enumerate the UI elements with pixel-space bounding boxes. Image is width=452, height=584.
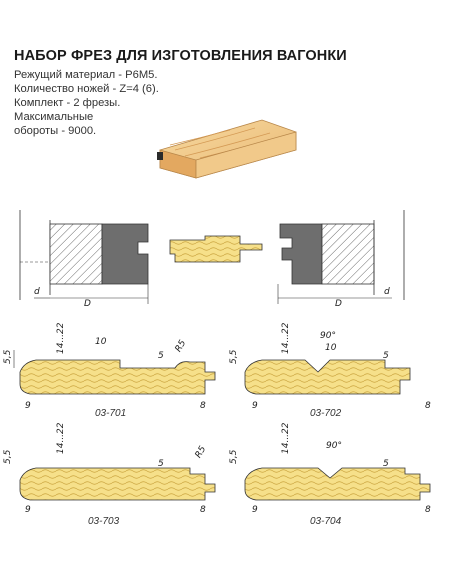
p702-code: 03-702 xyxy=(310,408,342,419)
p702-dim-e: 9 xyxy=(252,401,258,411)
spec-speed: обороты - 9000. xyxy=(14,125,97,137)
p704-dim-e: 9 xyxy=(252,505,258,515)
p701-dim-r: R5 xyxy=(174,338,189,354)
p704-dim-d: 5 xyxy=(383,459,389,469)
p701-dim-e: 9 xyxy=(25,401,31,411)
p704-code: 03-704 xyxy=(310,516,342,527)
p702-dim-c: 10 xyxy=(325,343,337,353)
profile-center-diagram xyxy=(169,235,263,263)
p701-dim-b: 14...22 xyxy=(56,322,66,354)
p704-dim-b: 14...22 xyxy=(281,422,291,454)
p701-code: 03-701 xyxy=(95,408,126,419)
p703-dim-a: 5,5 xyxy=(3,449,13,464)
p702-dim-d: 5 xyxy=(383,351,389,361)
p702-angle: 90° xyxy=(320,331,336,341)
cutter-left-d-label: d xyxy=(34,287,40,297)
cutter-left-diagram: d D xyxy=(19,210,149,309)
profile-03-701: 5,5 14...22 10 5 R5 9 8 03-701 xyxy=(3,322,216,419)
cutter-left-D-label: D xyxy=(84,299,91,309)
profile-03-703: 5,5 14...22 5 R5 9 8 03-703 xyxy=(3,422,216,527)
p702-dim-b: 14...22 xyxy=(281,322,291,354)
profile-03-702: 5,5 14...22 90° 10 5 9 8 03-702 xyxy=(229,322,431,419)
p701-dim-f: 8 xyxy=(200,401,206,411)
p704-dim-f: 8 xyxy=(425,505,431,515)
p702-dim-a: 5,5 xyxy=(229,349,239,364)
p703-dim-e: 9 xyxy=(25,505,31,515)
p703-dim-b: 14...22 xyxy=(56,422,66,454)
board-sample-image xyxy=(157,119,297,179)
p703-code: 03-703 xyxy=(88,516,120,527)
p701-dim-c: 10 xyxy=(95,337,107,347)
spec-knives: Количество ножей - Z=4 (6). xyxy=(14,83,159,95)
p704-dim-a: 5,5 xyxy=(229,449,239,464)
p701-dim-a: 5,5 xyxy=(3,349,13,364)
p703-dim-d: 5 xyxy=(158,459,164,469)
profile-03-704: 5,5 14...22 90° 5 9 8 03-704 xyxy=(229,422,431,527)
cutter-right-d-label: d xyxy=(384,287,390,297)
spec-max-label: Максимальные xyxy=(14,111,94,123)
page-title: НАБОР ФРЕЗ ДЛЯ ИЗГОТОВЛЕНИЯ ВАГОНКИ xyxy=(14,48,347,64)
cutter-right-diagram: D d xyxy=(277,210,405,309)
p702-dim-f: 8 xyxy=(425,401,431,411)
cutter-right-D-label: D xyxy=(335,299,342,309)
p703-dim-r: R5 xyxy=(194,444,209,460)
spec-material: Режущий материал - Р6М5. xyxy=(14,69,158,81)
spec-set: Комплект - 2 фрезы. xyxy=(14,97,121,109)
p704-angle: 90° xyxy=(326,441,342,451)
p701-dim-d: 5 xyxy=(158,351,164,361)
p703-dim-f: 8 xyxy=(200,505,206,515)
